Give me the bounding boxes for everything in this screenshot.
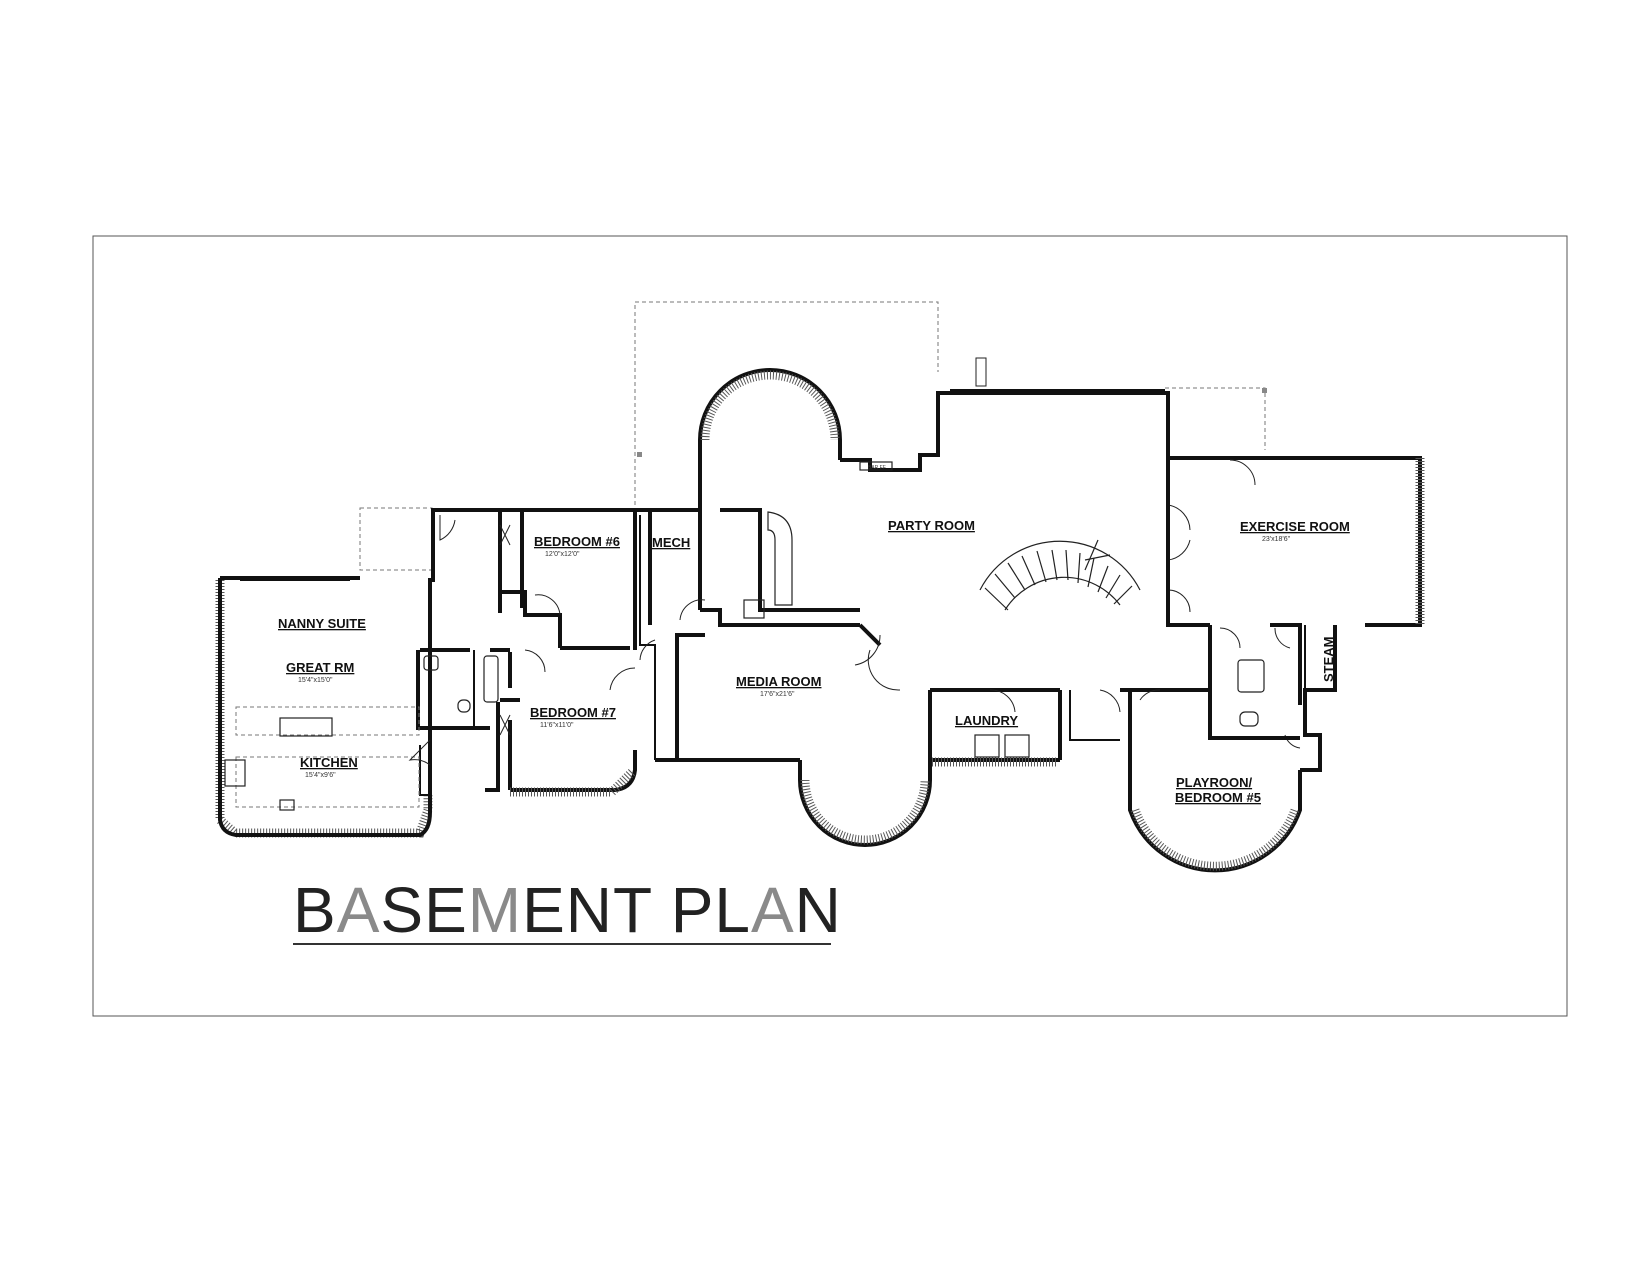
- room-label-steam: STEAM: [1321, 637, 1336, 683]
- plan-title-part: M: [467, 874, 523, 946]
- dim-label-bedroom-6: 12'0"x12'0": [545, 551, 580, 558]
- room-label-bedroom-7: BEDROOM #7: [530, 705, 616, 720]
- room-label-great-rm: GREAT RM: [286, 660, 354, 675]
- playroom-walls: [1120, 688, 1322, 873]
- plan-title-part: A: [750, 874, 795, 946]
- dim-label-bedroom-7: 11'6"x11'0": [540, 722, 574, 729]
- room-label-party-room: PARTY ROOM: [888, 518, 975, 533]
- room-label-media-room: MEDIA ROOM: [736, 674, 821, 689]
- room-labels: NANNY SUITE GREAT RM 15'4"x15'0" KITCHEN…: [278, 518, 1350, 805]
- plan-title-part: N: [794, 874, 842, 946]
- curved-staircase: [979, 539, 1141, 611]
- dashed-outlines: [359, 301, 1267, 571]
- sheet-border: [92, 235, 1568, 1017]
- plan-title: BASEMENT PLAN: [293, 878, 842, 942]
- room-label-bedroom-6: BEDROOM #6: [534, 534, 620, 549]
- bar-tag: BAR FF: [868, 465, 886, 471]
- plan-title-part: ENT PL: [522, 874, 751, 946]
- dim-label-media-room: 17'6"x21'6": [760, 691, 795, 698]
- room-label-nanny-suite: NANNY SUITE: [278, 616, 366, 631]
- laundry-walls: [928, 689, 1121, 767]
- media-room-walls: [677, 623, 1060, 847]
- title-underline: [293, 943, 831, 945]
- dim-label-great-rm: 15'4"x15'0": [298, 677, 333, 684]
- bath-steam-walls: [1208, 623, 1337, 740]
- bedroom-wing-walls: [485, 508, 637, 797]
- room-label-kitchen: KITCHEN: [300, 755, 358, 770]
- west-wing-walls: [215, 508, 510, 838]
- party-room-walls: BAR FF: [698, 357, 1425, 627]
- plan-title-part: SE: [380, 874, 468, 946]
- plan-title-part: B: [293, 874, 337, 946]
- dim-label-exercise-room: 23'x18'6": [1262, 536, 1291, 543]
- room-label-laundry: LAUNDRY: [955, 713, 1018, 728]
- dim-label-kitchen: 15'4"x9'6": [305, 772, 336, 779]
- room-label-exercise-room: EXERCISE ROOM: [1240, 519, 1350, 534]
- plan-title-part: A: [336, 874, 381, 946]
- room-label-mech: MECH: [652, 535, 690, 550]
- room-label-playroom-line1: PLAYROON/: [1176, 775, 1252, 790]
- room-label-playroom-line2: BEDROOM #5: [1175, 790, 1261, 805]
